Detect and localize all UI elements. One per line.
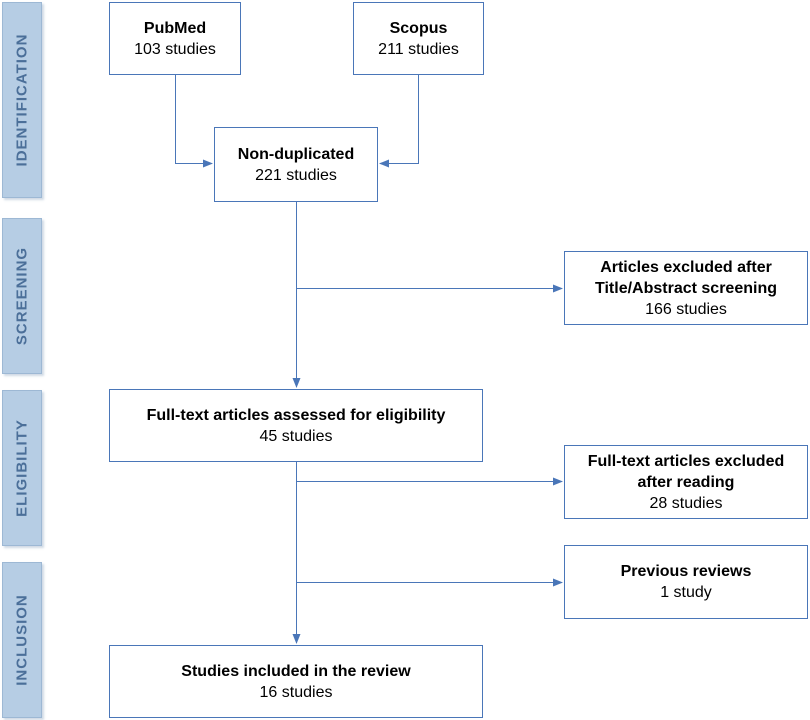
full-text-assessed-box: Full-text articles assessed for eligibil… [109, 389, 483, 462]
excluded-reading-title-line2: after reading [637, 473, 735, 491]
phase-identification: IDENTIFICATION [2, 2, 42, 198]
excluded-reading-title-line1: Full-text articles excluded [587, 452, 785, 470]
previous-reviews-box: Previous reviews 1 study [564, 545, 808, 619]
excluded-screening-box: Articles excluded after Title/Abstract s… [564, 251, 808, 325]
included-title: Studies included in the review [181, 662, 411, 680]
full-text-assessed-title: Full-text articles assessed for eligibil… [146, 406, 446, 424]
connector-scopus-to-nonduplicated [379, 75, 419, 168]
phase-eligibility: ELIGIBILITY [2, 390, 42, 546]
excluded-screening-title-line2: Title/Abstract screening [595, 279, 777, 297]
included-count: 16 studies [259, 683, 333, 701]
phase-inclusion: INCLUSION [2, 562, 42, 718]
non-duplicated-count: 221 studies [255, 166, 337, 184]
non-duplicated-title: Non-duplicated [237, 145, 355, 163]
excluded-screening-title-line1: Articles excluded after [600, 258, 772, 276]
phase-screening: SCREENING [2, 218, 42, 374]
pubmed-box: PubMed 103 studies [109, 2, 241, 75]
previous-reviews-title: Previous reviews [620, 563, 752, 580]
non-duplicated-box: Non-duplicated 221 studies [214, 127, 378, 202]
previous-reviews-count: 1 study [660, 584, 712, 601]
excluded-reading-box: Full-text articles excluded after readin… [564, 445, 808, 519]
connector-pubmed-to-nonduplicated [175, 75, 213, 168]
pubmed-title: PubMed [143, 19, 207, 37]
excluded-screening-count: 166 studies [645, 300, 727, 318]
included-box: Studies included in the review 16 studie… [109, 645, 483, 718]
scopus-count: 211 studies [378, 40, 459, 58]
full-text-assessed-count: 45 studies [259, 427, 333, 445]
scopus-title: Scopus [389, 19, 448, 37]
pubmed-count: 103 studies [134, 40, 216, 58]
scopus-box: Scopus 211 studies [353, 2, 484, 75]
excluded-reading-count: 28 studies [649, 494, 723, 512]
